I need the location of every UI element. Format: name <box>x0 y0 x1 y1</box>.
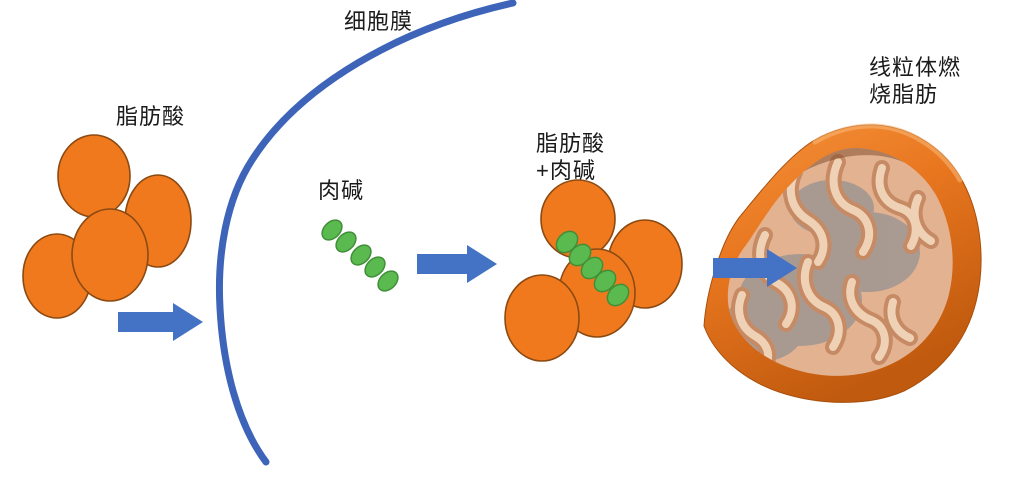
fatty-acid-blob <box>504 274 580 362</box>
carnitine-chain <box>321 219 399 292</box>
mitochondria-illustration <box>703 123 982 403</box>
fatty-acid-blob <box>71 208 149 302</box>
arrow-right-icon <box>417 245 497 283</box>
cristae-folds <box>727 147 952 376</box>
fatty-acid-carnitine-complex <box>504 179 683 362</box>
carnitine-bead <box>321 219 343 241</box>
carnitine-bead <box>606 283 630 307</box>
carnitine-bead <box>335 231 357 253</box>
fatty-acid-label: 脂肪酸 <box>116 104 186 129</box>
mitochondria-rim-highlight <box>812 123 963 183</box>
carnitine-bead <box>364 256 386 278</box>
mitochondria-burns-fat-label: 线粒体燃 烧脂肪 <box>869 55 962 107</box>
carnitine-label: 肉碱 <box>318 178 365 203</box>
arrow-right-icon <box>713 249 797 287</box>
arrow-right-icon <box>118 303 203 341</box>
cell-membrane-curve <box>215 0 517 466</box>
fatty-acid-cluster <box>22 134 192 319</box>
cell-membrane-label: 细胞膜 <box>344 9 414 34</box>
carnitine-bead <box>377 270 399 292</box>
fatty-acid-plus-carnitine-label: 脂肪酸 +肉碱 <box>536 131 606 183</box>
carnitine-bead <box>350 244 372 266</box>
fatty-acid-blob <box>57 134 131 218</box>
carnitine-bead <box>593 269 617 293</box>
